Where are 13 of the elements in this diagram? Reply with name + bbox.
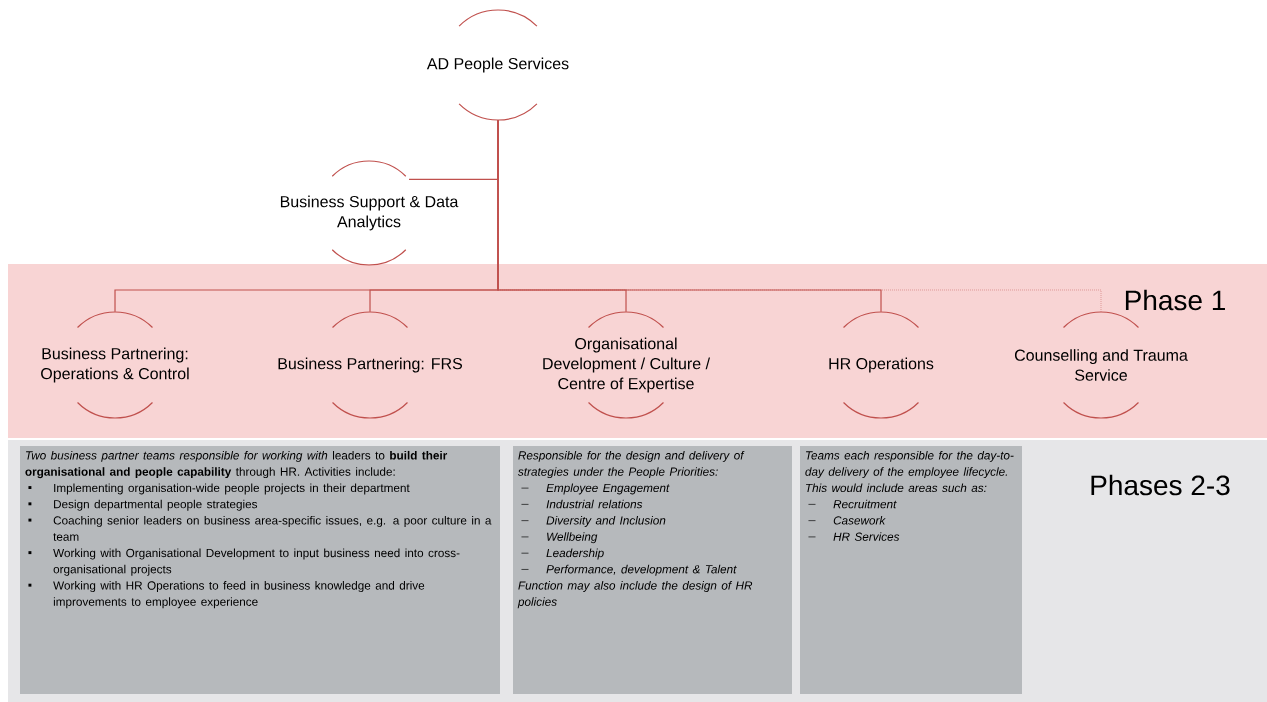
phase-label: Phases 2-3 [1091, 474, 1230, 496]
node-label: HR Operations [829, 357, 934, 373]
node-label: Counselling and Trauma Service [1014, 349, 1188, 381]
text-panel: Teams each responsible for the day-to-day delivery of the employee lifecycle. This would include areas such as: Recruitment Casework HR Services [800, 446, 1022, 694]
node-label: AD People Services [426, 57, 569, 73]
node-label: Organisational Development / Culture / Centre of Expertise [543, 337, 710, 393]
text-panel: Two business partner teams responsible for working with leaders to build their organisational and people capability through HR. Activities include: Implementing organisation-wide people projects in their department Design departmental people strategies Coaching senior leaders on business area-specific issues, e.g. a poor culture in a team Working with Organisational Development to input business need into cross-organisational projects Working with HR Operations to feed in business knowledge and drive improvements to employee experience [20, 446, 500, 694]
node-label: Business Partnering: Operations & Control [41, 347, 189, 383]
text-panel: Responsible for the design and delivery of strategies under the People Priorities: Employee Engagement Industrial relations Diversity and Inclusion Wellbeing Leadership Performance, development & Talent Function may also include the design of HR policies [513, 446, 792, 694]
connector [497, 119, 882, 313]
phase-label: Phase 1 [1125, 289, 1225, 311]
node-label: Business Partnering: FRS [278, 357, 463, 373]
node-label: Business Support & Data Analytics [280, 195, 459, 231]
